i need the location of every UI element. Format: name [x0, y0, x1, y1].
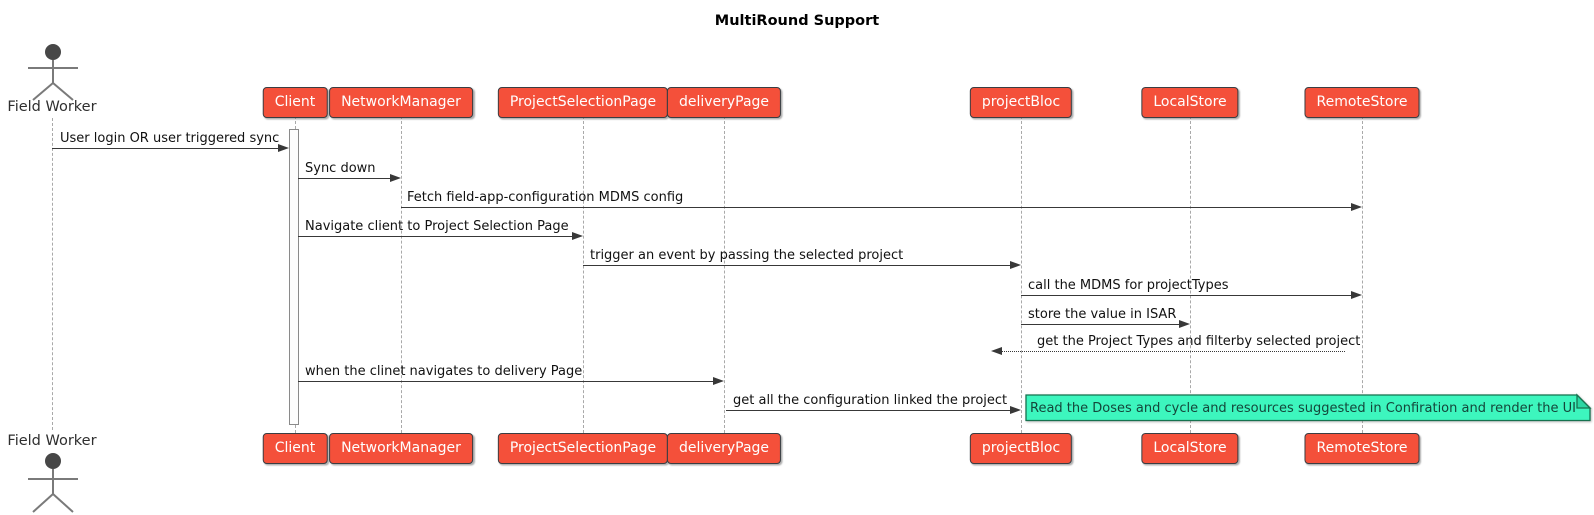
- message-label-6: call the MDMS for projectTypes: [1028, 278, 1229, 293]
- message-label-1: User login OR user triggered sync: [60, 131, 280, 146]
- message-label-8: get the Project Types and filterby selec…: [1037, 334, 1361, 349]
- lifeline-deliverypage: [724, 116, 725, 433]
- message-line-10: [726, 410, 1010, 411]
- participant-networkmanager-top: NetworkManager: [329, 87, 473, 118]
- arrowhead-icon: [390, 173, 401, 182]
- arrowhead-icon: [572, 231, 583, 240]
- arrowhead-icon: [1010, 260, 1021, 269]
- arrowhead-icon: [1010, 405, 1021, 414]
- arrowhead-icon: [1351, 290, 1362, 299]
- lifeline-field-worker: [52, 118, 53, 430]
- lifeline-projectbloc: [1021, 116, 1022, 433]
- message-line-5: [583, 265, 1010, 266]
- message-label-10: get all the configuration linked the pro…: [733, 393, 1008, 408]
- participant-remotestore-top: RemoteStore: [1304, 87, 1420, 118]
- arrowhead-icon: [1179, 319, 1190, 328]
- actor-label-bottom: Field Worker: [7, 433, 97, 449]
- lifeline-remotestore: [1362, 116, 1363, 433]
- lifeline-projectselectionpage: [583, 116, 584, 433]
- lifeline-networkmanager: [401, 116, 402, 433]
- message-label-9: when the clinet navigates to delivery Pa…: [305, 364, 583, 379]
- message-line-8: [1002, 351, 1345, 352]
- participant-projectselectionpage-top: ProjectSelectionPage: [497, 87, 669, 118]
- message-line-4: [298, 236, 572, 237]
- actor-head: [45, 453, 61, 469]
- note-shape: [1025, 393, 1592, 422]
- message-label-3: Fetch field-app-configuration MDMS confi…: [407, 190, 684, 205]
- actor-figure-bottom: [28, 453, 78, 513]
- participant-remotestore-bottom: RemoteStore: [1304, 433, 1420, 464]
- actor-label-top: Field Worker: [7, 99, 97, 115]
- arrowhead-icon: [278, 143, 289, 152]
- participant-client-bottom: Client: [262, 433, 328, 464]
- message-line-2: [298, 178, 390, 179]
- message-line-1: [52, 148, 278, 149]
- activation-bar-client: [289, 129, 299, 425]
- participant-projectselectionpage-bottom: ProjectSelectionPage: [497, 433, 669, 464]
- lifeline-localstore: [1190, 116, 1191, 433]
- actor-head: [45, 44, 61, 60]
- message-line-7: [1021, 324, 1179, 325]
- participant-localstore-top: LocalStore: [1141, 87, 1239, 118]
- diagram-title: MultiRound Support: [714, 13, 880, 29]
- participant-deliverypage-bottom: deliveryPage: [666, 433, 782, 464]
- participant-projectbloc-bottom: projectBloc: [969, 433, 1073, 464]
- message-label-5: trigger an event by passing the selected…: [590, 248, 904, 263]
- message-line-6: [1021, 295, 1351, 296]
- message-line-9: [298, 381, 713, 382]
- message-label-7: store the value in ISAR: [1028, 307, 1177, 322]
- participant-deliverypage-top: deliveryPage: [666, 87, 782, 118]
- participant-networkmanager-bottom: NetworkManager: [329, 433, 473, 464]
- arrowhead-icon: [1351, 202, 1362, 211]
- participant-localstore-bottom: LocalStore: [1141, 433, 1239, 464]
- message-line-3: [401, 207, 1351, 208]
- message-label-4: Navigate client to Project Selection Pag…: [305, 219, 569, 234]
- note-text: Read the Doses and cycle and resources s…: [1030, 401, 1576, 416]
- participant-client-top: Client: [262, 87, 328, 118]
- actor-figure-top: [28, 44, 78, 101]
- arrowhead-icon: [991, 346, 1002, 355]
- participant-projectbloc-top: projectBloc: [969, 87, 1073, 118]
- arrowhead-icon: [713, 376, 724, 385]
- message-label-2: Sync down: [305, 161, 376, 176]
